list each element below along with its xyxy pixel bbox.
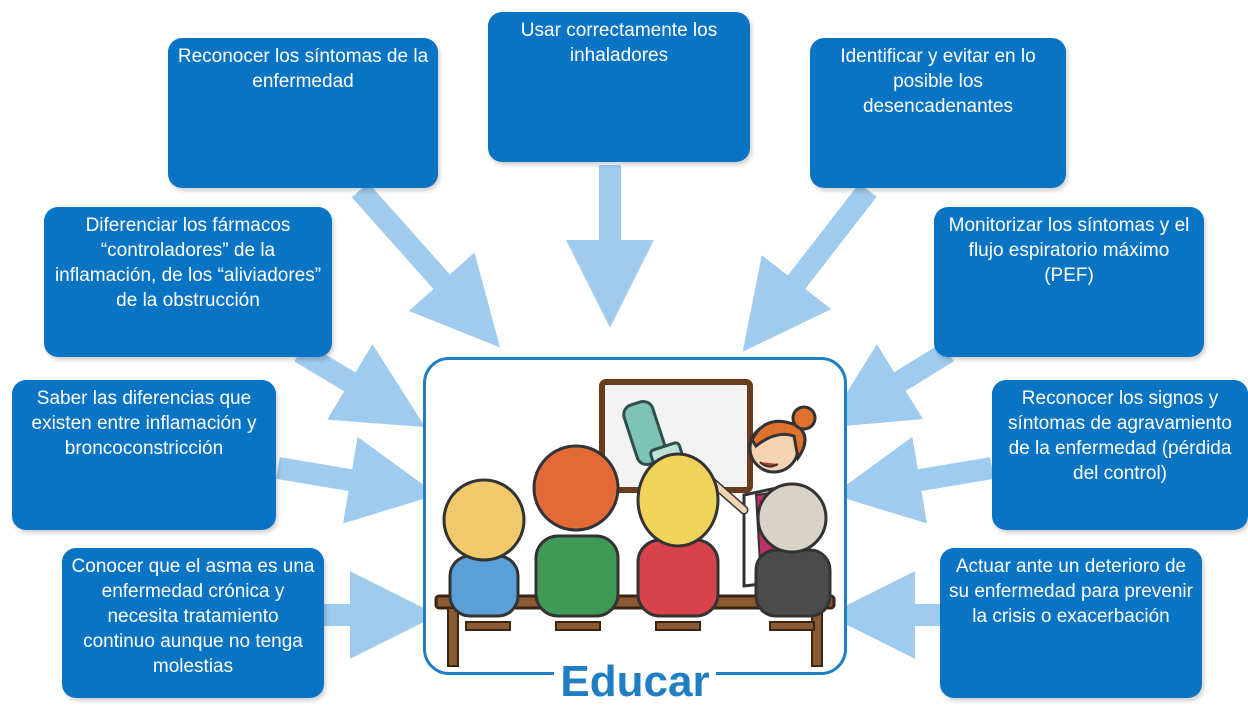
student-figure [442, 478, 526, 618]
box-usar-inhaladores-text: Usar correctamente los inhaladores [520, 20, 718, 66]
box-conocer-cronica-text: Conocer que el asma es una enfermedad cr… [71, 556, 315, 677]
center-title-text: Educar [554, 657, 716, 706]
box-actuar-deterioro: Actuar ante un deterioro de su enfermeda… [940, 548, 1202, 698]
box-identificar-desencadenantes: Identificar y evitar en lo posible los d… [810, 38, 1066, 188]
arrow-agravamiento [832, 436, 994, 524]
box-reconocer-sintomas: Reconocer los síntomas de la enfermedad [168, 38, 438, 188]
box-diferenciar-farmacos-text: Diferenciar los fármacos “controladores”… [54, 215, 322, 311]
arrow-farmacos [294, 342, 426, 428]
arrow-diferencias [276, 436, 438, 524]
arrow-desencadenantes [742, 183, 877, 352]
box-reconocer-agravamiento: Reconocer los signos y síntomas de agrav… [992, 380, 1248, 530]
student-figure [754, 482, 832, 618]
box-conocer-cronica: Conocer que el asma es una enfermedad cr… [62, 548, 324, 698]
box-saber-diferencias-text: Saber las diferencias que existen entre … [31, 388, 257, 459]
box-monitorizar-text: Monitorizar los síntomas y el flujo espi… [948, 215, 1190, 286]
student-figure [532, 444, 620, 618]
arrow-monitorizar [825, 342, 954, 428]
classroom-illustration [434, 379, 836, 667]
box-reconocer-sintomas-text: Reconocer los síntomas de la enfermedad [177, 46, 429, 92]
box-saber-diferencias: Saber las diferencias que existen entre … [12, 380, 276, 530]
box-actuar-deterioro-text: Actuar ante un deterioro de su enfermeda… [949, 556, 1193, 627]
box-usar-inhaladores: Usar correctamente los inhaladores [488, 12, 750, 162]
arrow-sintomas [351, 182, 501, 348]
student-figure [636, 452, 720, 618]
box-identificar-desencadenantes-text: Identificar y evitar en lo posible los d… [840, 46, 1036, 117]
box-diferenciar-farmacos: Diferenciar los fármacos “controladores”… [44, 207, 332, 357]
box-reconocer-agravamiento-text: Reconocer los signos y síntomas de agrav… [1008, 388, 1232, 484]
center-illustration-frame [423, 357, 847, 675]
center-title: Educar [423, 657, 847, 706]
box-monitorizar: Monitorizar los síntomas y el flujo espi… [934, 207, 1204, 357]
